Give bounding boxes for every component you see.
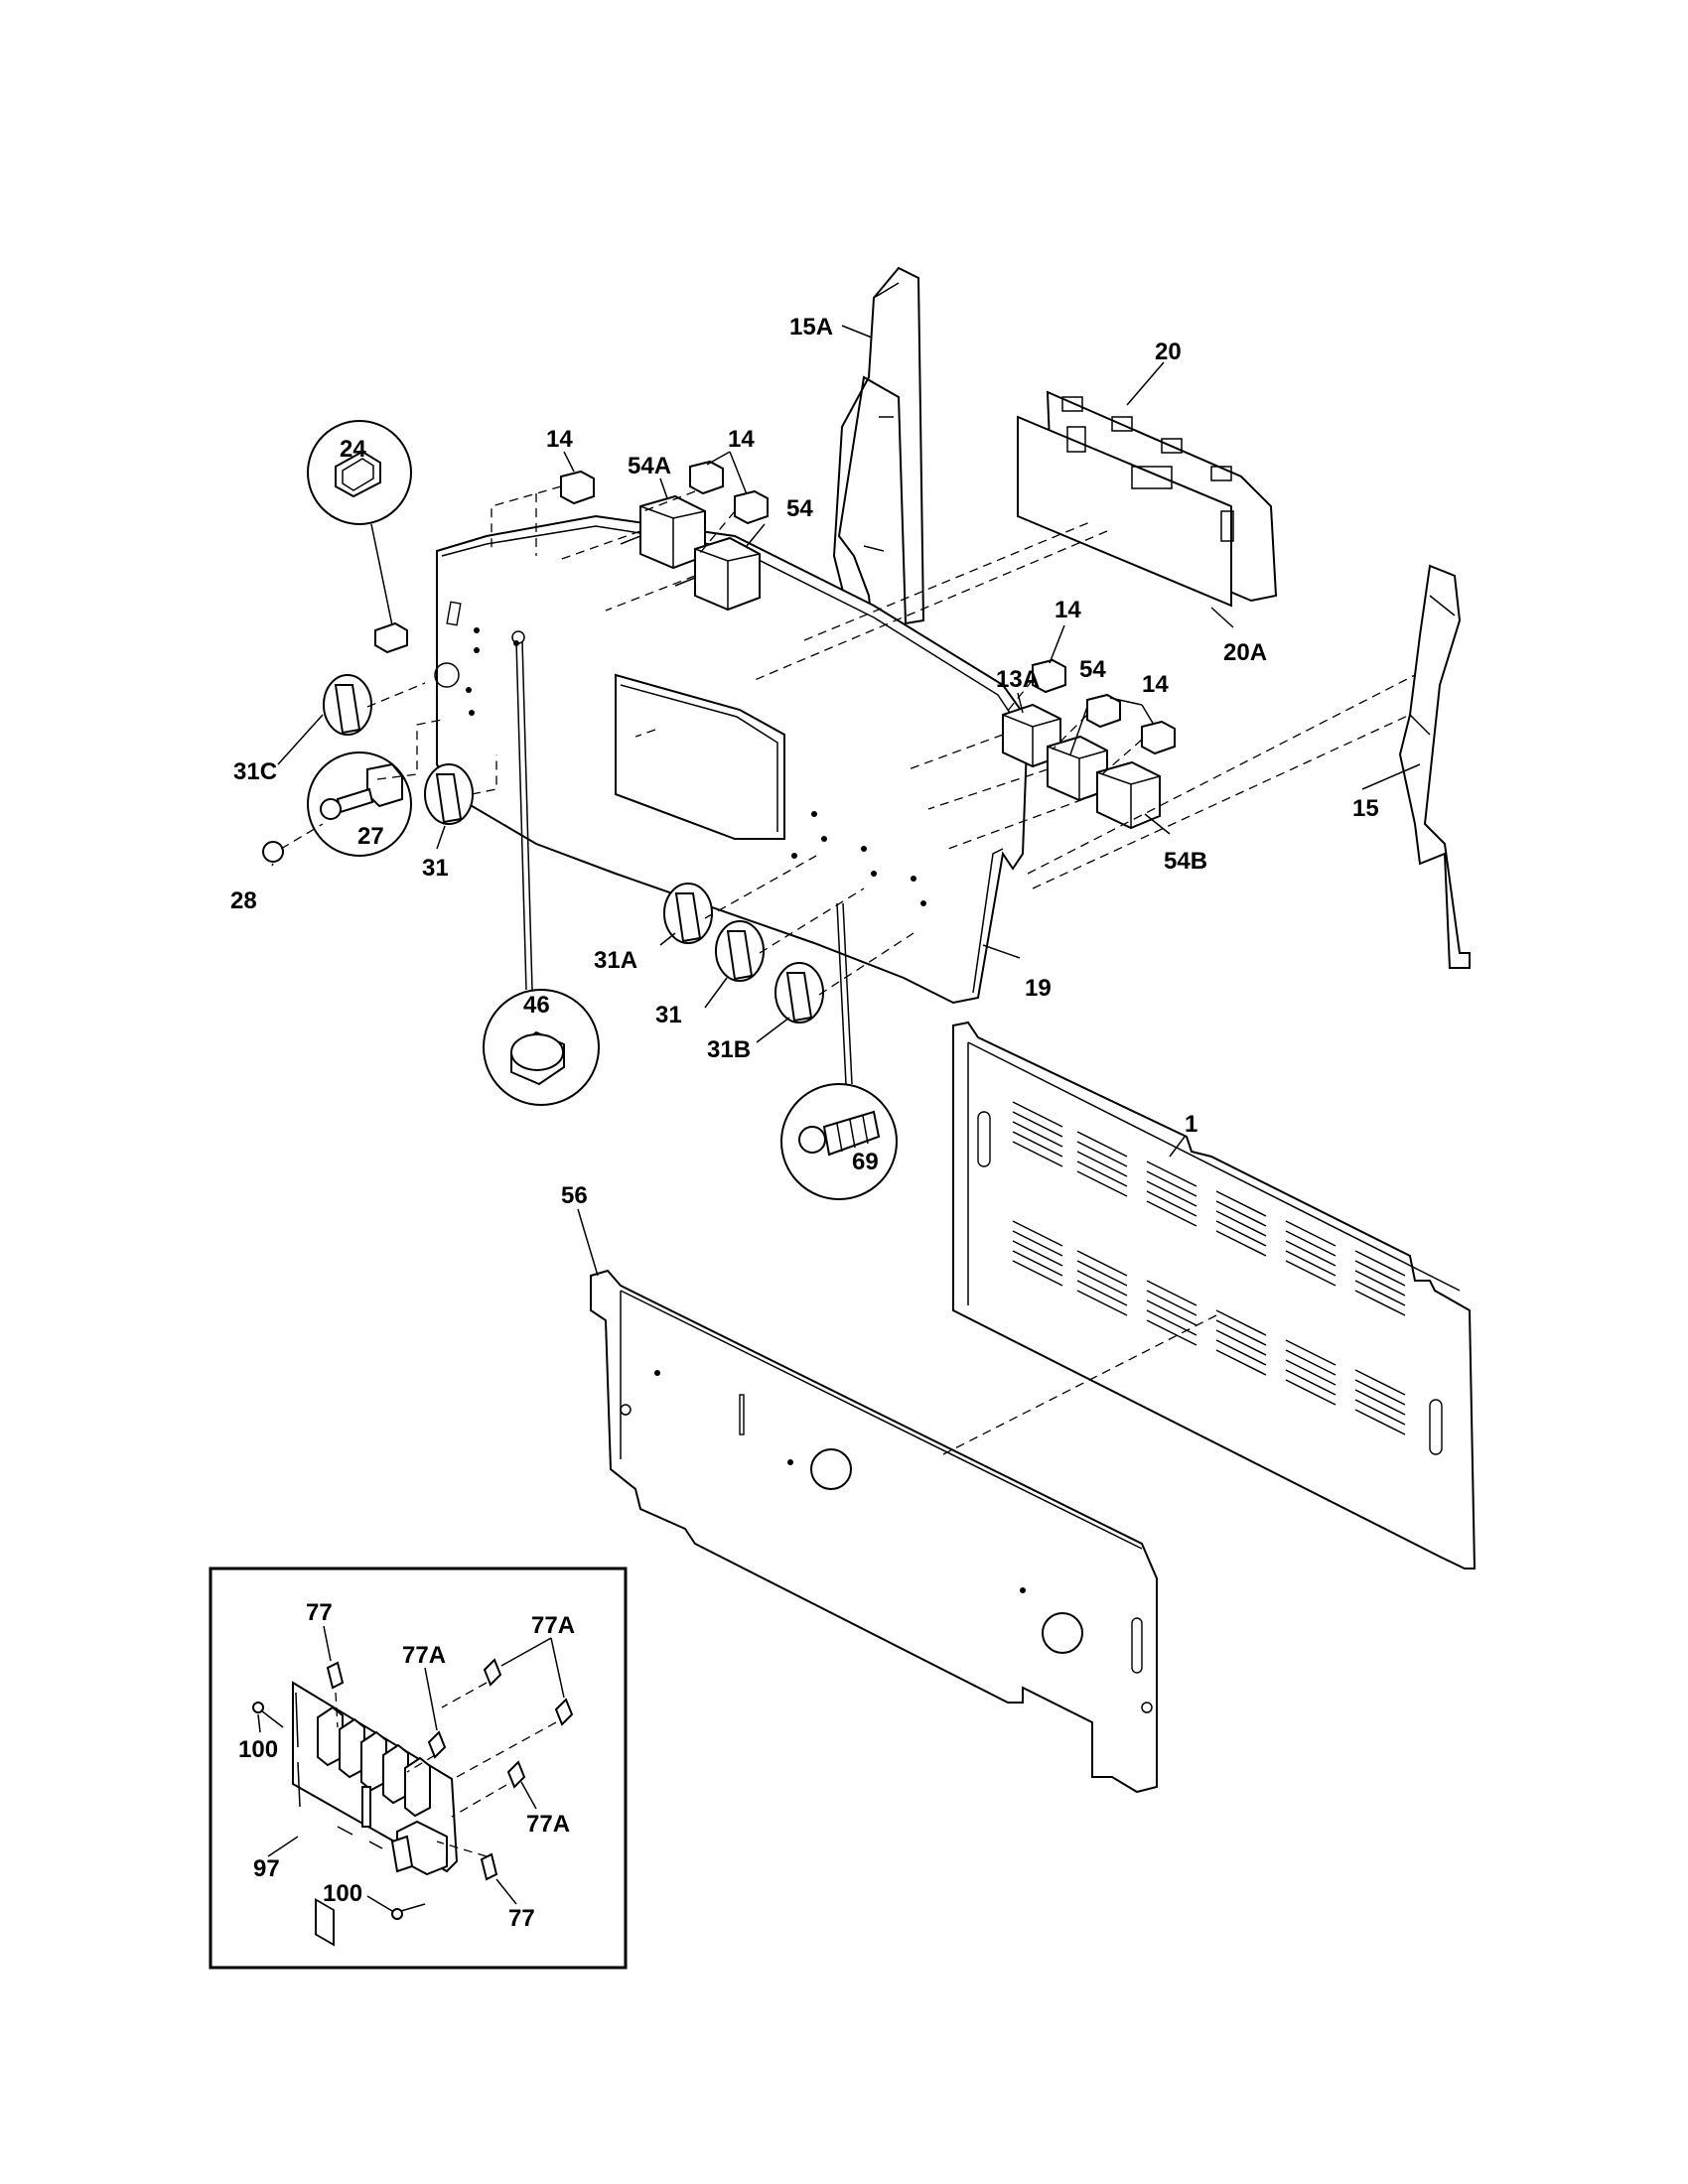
callout-54-lower: 54	[1079, 656, 1106, 683]
rocker-switch-24-installed[interactable]	[374, 621, 408, 654]
leader-lines	[271, 325, 1421, 1277]
callout-14-right-lower: 14	[1142, 671, 1169, 698]
knob-31C[interactable]	[323, 674, 372, 736]
terminal-block-14-b[interactable]	[689, 460, 724, 495]
knob-31B[interactable]	[774, 962, 824, 1024]
callout-15A: 15A	[789, 314, 833, 341]
manifold-panel-56[interactable]	[590, 1269, 1158, 1794]
callout-69: 69	[852, 1149, 879, 1175]
side-bracket-15[interactable]	[1398, 564, 1471, 969]
terminal-block-14-d[interactable]	[1032, 658, 1066, 694]
callout-14-top-left: 14	[546, 426, 573, 453]
callout-31B: 31B	[707, 1036, 751, 1063]
callout-28: 28	[230, 887, 257, 914]
callout-54B: 54B	[1164, 848, 1207, 875]
callout-100-bottom: 100	[323, 1880, 362, 1907]
infinite-switch-54-upper[interactable]	[674, 536, 761, 612]
screw-100[interactable]	[252, 1702, 426, 1920]
detail-bumper-46[interactable]	[483, 630, 600, 1106]
inset-leader-lines	[257, 1625, 565, 1912]
callout-77-top: 77	[306, 1599, 333, 1626]
standoff-77-bottom[interactable]	[480, 1852, 498, 1881]
inset-assembly-lines	[335, 1682, 557, 1857]
callout-31-left: 31	[422, 855, 449, 882]
relay-board-97[interactable]	[292, 1681, 459, 1947]
detail-screw-69[interactable]	[780, 902, 898, 1200]
callout-14-top-right: 14	[728, 426, 755, 453]
callout-77A-center: 77A	[402, 1642, 446, 1669]
callout-77A-right: 77A	[526, 1811, 570, 1838]
callout-1: 1	[1185, 1111, 1197, 1138]
detail-rocker-switch-24[interactable]	[307, 420, 412, 626]
knob-31[interactable]	[424, 763, 474, 825]
callout-97: 97	[253, 1855, 280, 1882]
callout-24: 24	[340, 436, 366, 463]
knob-31-center[interactable]	[715, 920, 765, 982]
rear-panel-1[interactable]	[952, 1021, 1477, 1570]
callout-19: 19	[1025, 975, 1052, 1002]
terminal-block-14-f[interactable]	[1141, 720, 1176, 755]
callout-77-bottom: 77	[508, 1905, 535, 1932]
callout-27: 27	[357, 823, 384, 850]
callout-100-left: 100	[238, 1736, 278, 1763]
callout-labels: 1 13A 14 14 14 14 15 15A 19 20 20A 24 27…	[230, 314, 1379, 1209]
callout-15: 15	[1352, 795, 1379, 822]
callout-77A-top-right: 77A	[531, 1612, 575, 1639]
callout-31A: 31A	[594, 947, 637, 974]
standoff-77-top[interactable]	[326, 1661, 345, 1690]
callout-46: 46	[523, 992, 550, 1019]
assembly-lines	[280, 485, 1416, 1455]
inset-relay-board: 77 77 77A 77A 77A 97 100 100	[209, 1567, 628, 1970]
terminal-block-14-c[interactable]	[734, 489, 769, 525]
knob-31A[interactable]	[663, 883, 713, 944]
grommet-28[interactable]	[262, 841, 284, 863]
callout-20A: 20A	[1223, 639, 1267, 666]
callout-31-center: 31	[655, 1002, 682, 1028]
callout-20: 20	[1155, 339, 1182, 365]
push-rivet-77A[interactable]	[427, 1658, 574, 1789]
callout-54A: 54A	[628, 453, 671, 479]
terminal-block-14-a[interactable]	[560, 470, 595, 505]
electronic-oven-control-20[interactable]	[1017, 390, 1278, 608]
callout-14-right-upper: 14	[1055, 597, 1081, 623]
callout-56: 56	[561, 1182, 588, 1209]
terminal-block-14-e[interactable]	[1086, 693, 1121, 729]
infinite-switch-54B[interactable]	[1096, 760, 1161, 830]
callout-31C: 31C	[233, 758, 277, 785]
callout-13A: 13A	[996, 666, 1040, 693]
vent-louvers	[1012, 1101, 1406, 1435]
side-bracket-15A[interactable]	[832, 266, 925, 652]
callout-54-upper: 54	[786, 495, 813, 522]
